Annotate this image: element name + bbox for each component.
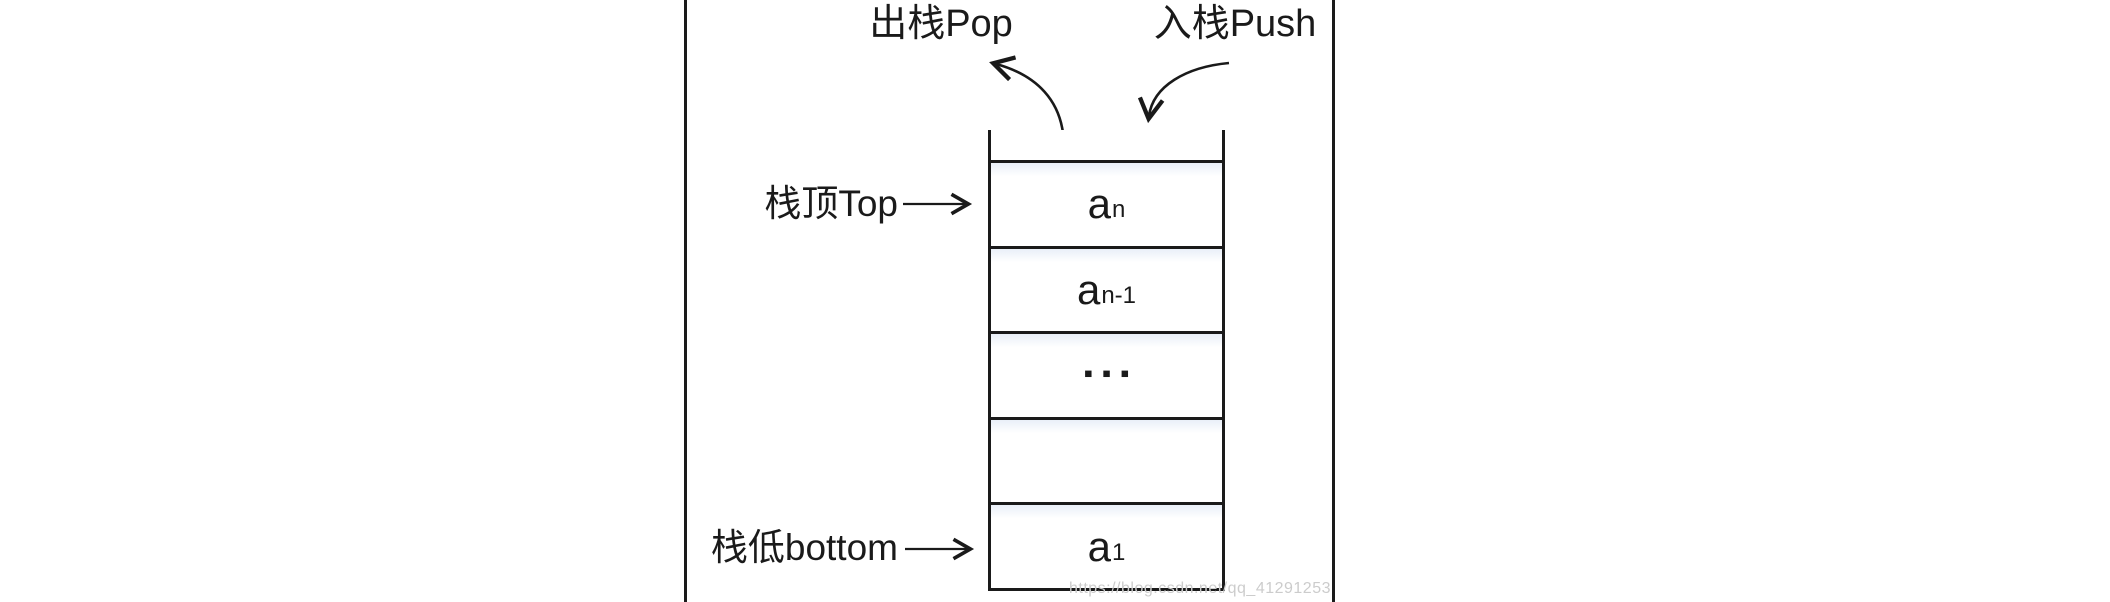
pop-label: 出栈Pop: [869, 3, 1013, 45]
push-arrow: [1137, 61, 1230, 124]
stack-top-label: 栈顶Top: [764, 183, 898, 224]
cell-subscript: 1: [1112, 538, 1126, 566]
frame-left-border: [684, 0, 687, 602]
stack-cell-empty: [991, 416, 1222, 503]
cell-value: a: [1087, 180, 1111, 228]
frame-right-border: [1332, 0, 1335, 602]
stack-mouth: [991, 130, 1222, 160]
cell-subscript: n: [1112, 196, 1126, 224]
stack-cell-ellipsis: ▪▪▪: [991, 331, 1222, 417]
ellipsis-dots: ▪▪▪: [1083, 358, 1139, 389]
pop-arrow: [989, 55, 1065, 134]
cell-subscript: n-1: [1101, 281, 1137, 309]
cell-value: a: [1076, 265, 1101, 313]
watermark: https://blog.csdn.net/qq_41291253: [1068, 580, 1331, 597]
cell-value: a: [1087, 522, 1111, 570]
push-label: 入栈Push: [1153, 3, 1317, 45]
stack-bottom-label: 栈低bottom: [710, 527, 898, 568]
